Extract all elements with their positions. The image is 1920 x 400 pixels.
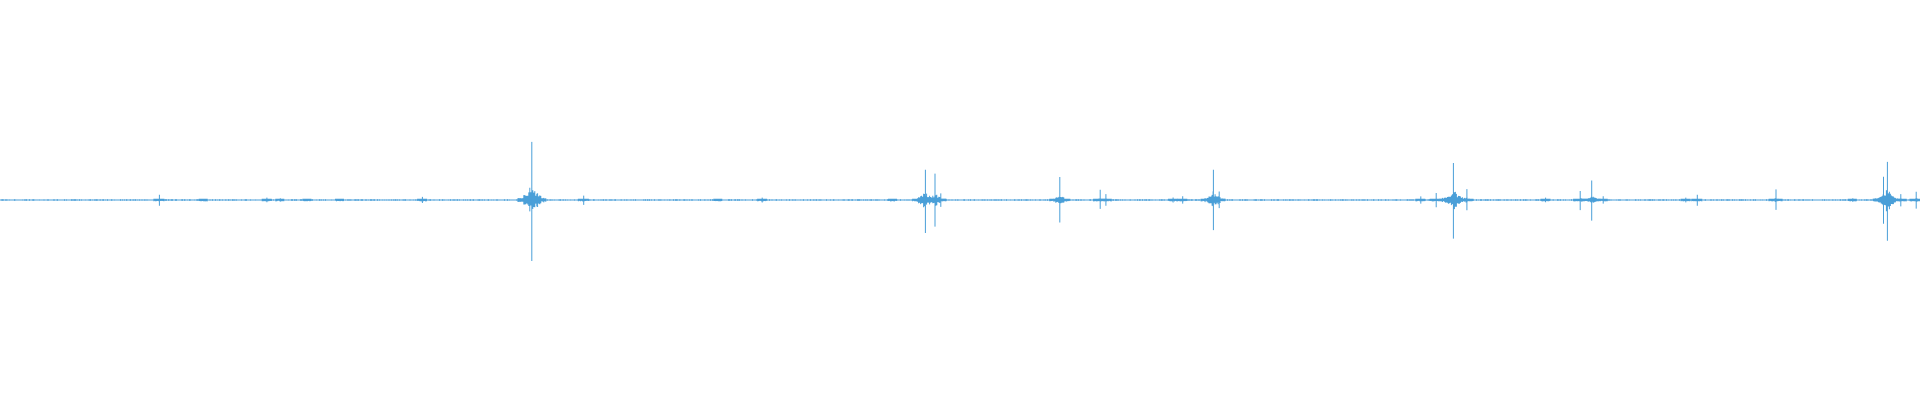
waveform-transient [577, 195, 589, 205]
waveform-transient [1168, 197, 1178, 203]
waveform-transient [1872, 161, 1902, 241]
waveform-transient [531, 193, 544, 207]
waveform-transient [1597, 196, 1608, 204]
waveform-transient [417, 196, 428, 203]
waveform-transient [934, 193, 947, 207]
waveform-transient [1212, 191, 1226, 209]
waveform-transient [1847, 198, 1857, 202]
waveform-transient [1459, 189, 1474, 211]
waveform-transient [1415, 196, 1426, 204]
waveform-transient [198, 198, 208, 202]
waveform-transient [757, 197, 768, 203]
waveform-transient [1049, 177, 1071, 223]
waveform-transient [1909, 191, 1920, 209]
waveform-transient [888, 198, 897, 202]
waveform-transient [153, 194, 165, 206]
waveform-noise-floor [0, 199, 1920, 201]
waveform-transient [275, 198, 285, 202]
waveform-transient [1581, 180, 1601, 221]
waveform-transient [517, 141, 547, 261]
waveform-transient [335, 198, 344, 202]
waveform-transient [1894, 194, 1907, 207]
waveform-transient [713, 198, 723, 202]
waveform-transient [1540, 197, 1551, 203]
waveform-transient [1691, 194, 1703, 206]
waveform-transient [302, 198, 312, 202]
waveform-transient [261, 197, 272, 203]
waveform-transient [1099, 194, 1112, 206]
waveform-transient [1768, 189, 1783, 210]
waveform-transient [1680, 197, 1691, 203]
waveform-transient [1177, 196, 1188, 204]
